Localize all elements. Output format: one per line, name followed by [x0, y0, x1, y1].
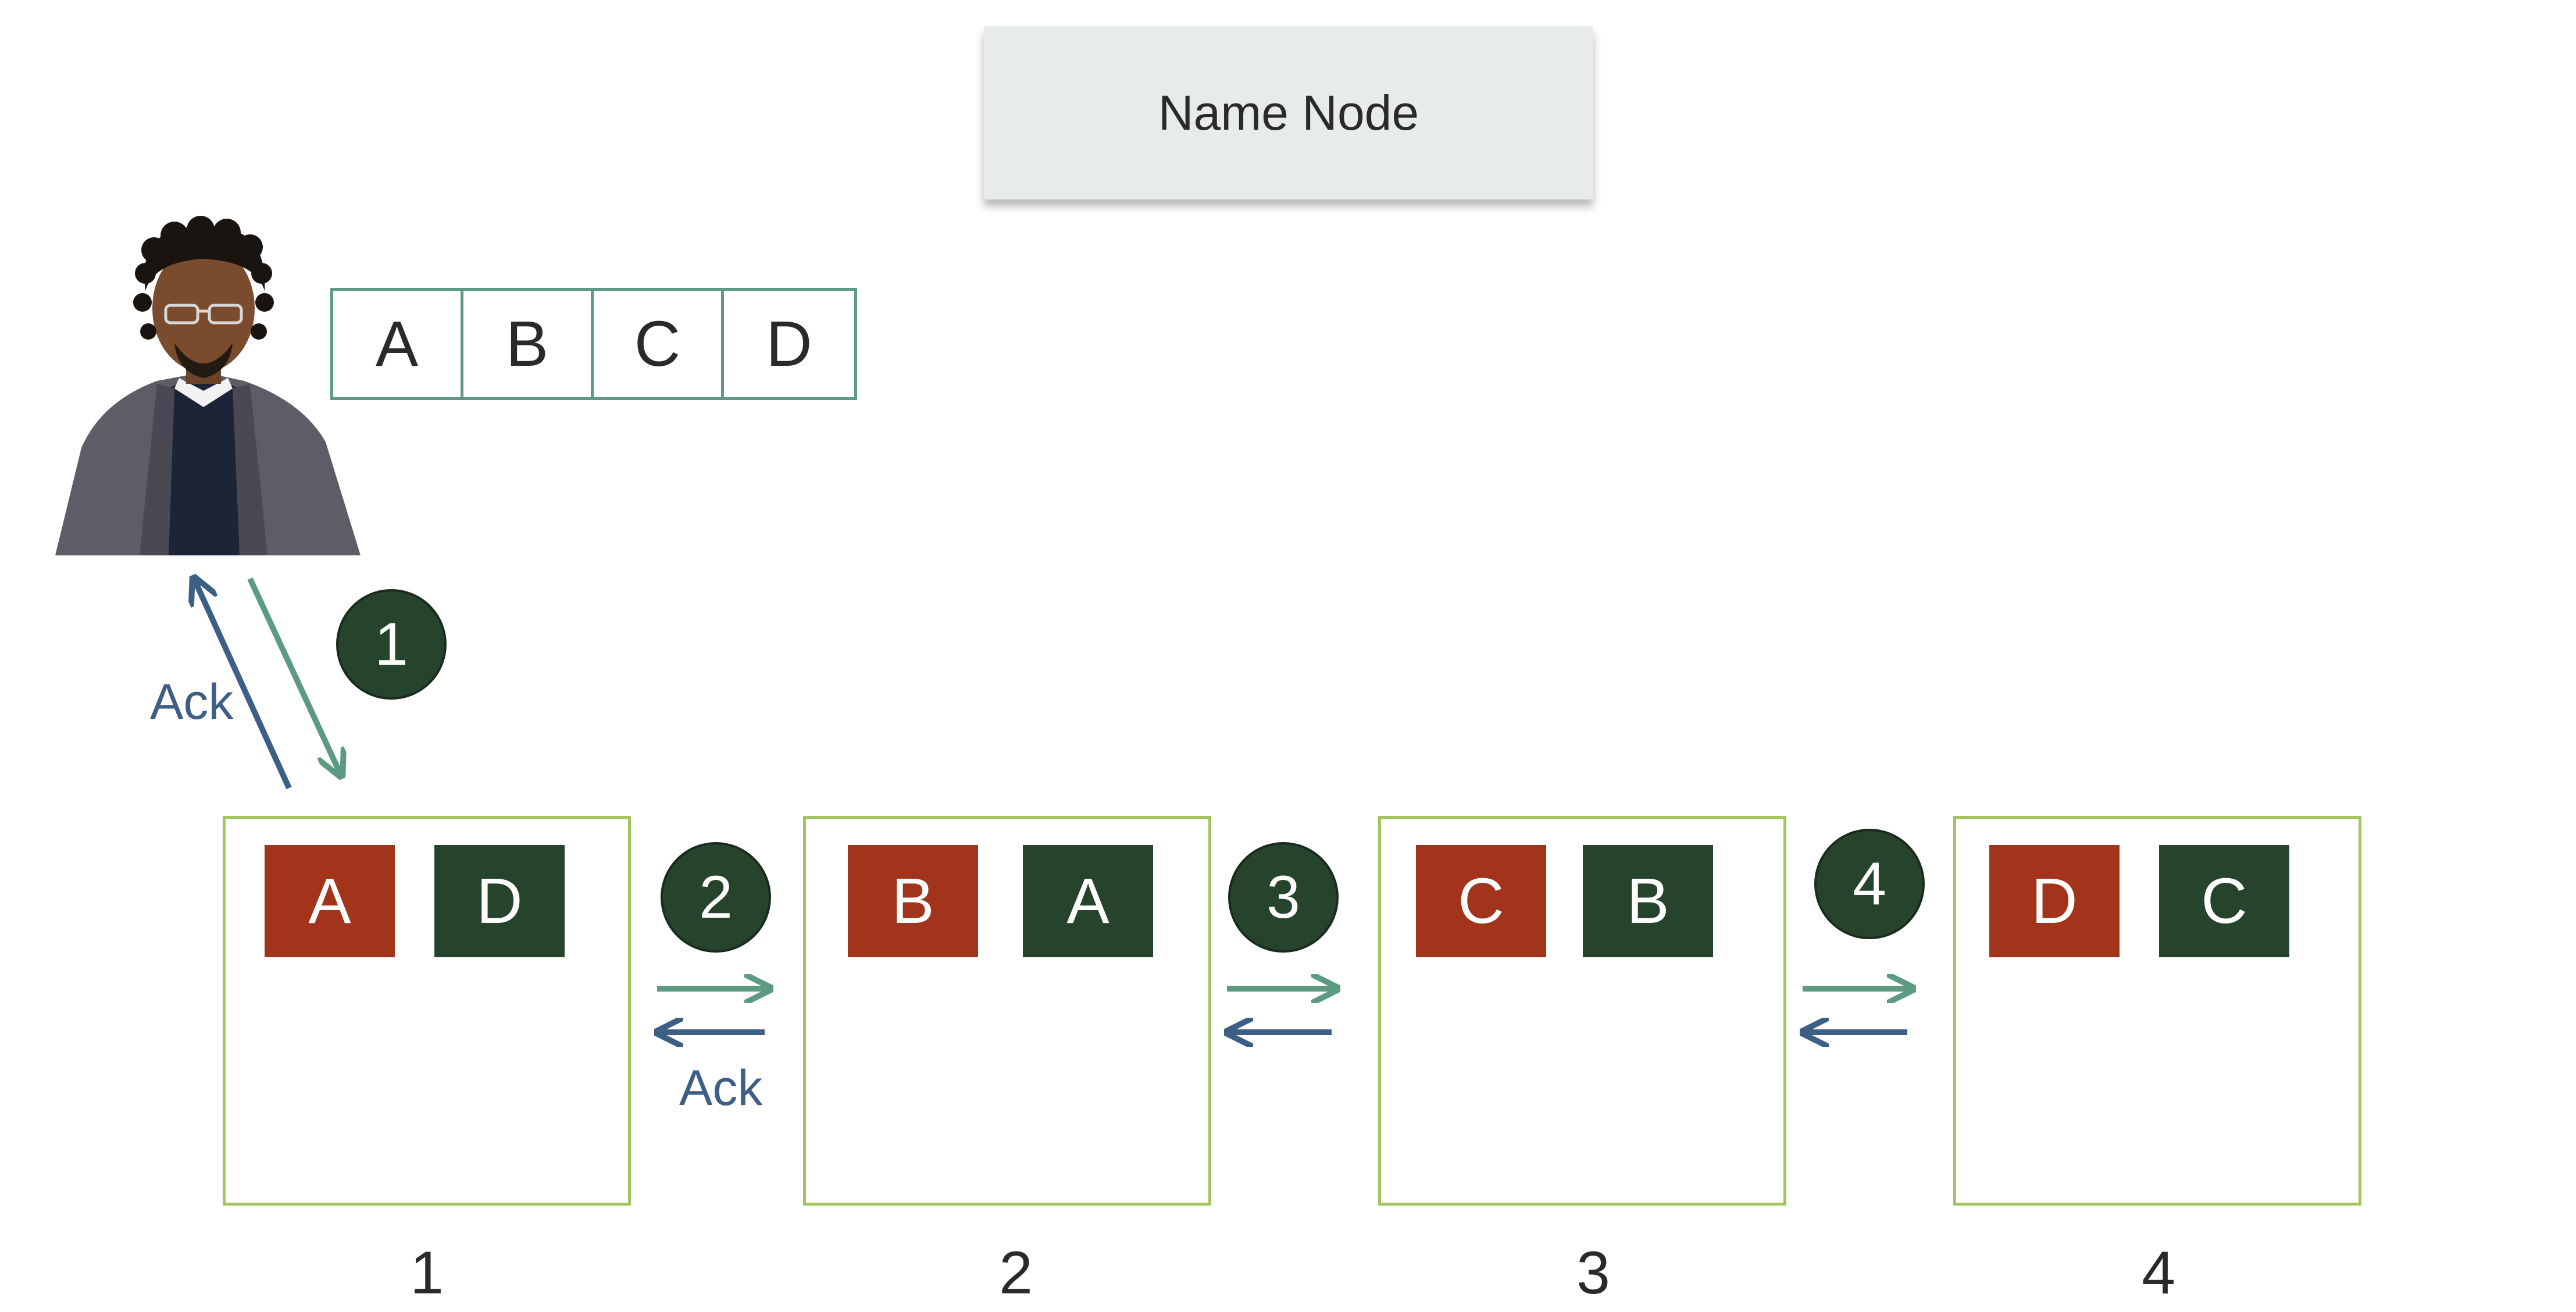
- data-node-label: 4: [2142, 1239, 2175, 1307]
- step-badge-2: 2: [661, 842, 771, 953]
- file-block: B: [463, 291, 594, 397]
- data-node-label: 1: [410, 1239, 444, 1307]
- replica-block: B: [1583, 845, 1713, 957]
- primary-block: C: [1416, 845, 1546, 957]
- name-node-label: Name Node: [1158, 85, 1419, 140]
- data-node-label: 3: [1576, 1239, 1610, 1307]
- ack-label-pipeline: Ack: [679, 1060, 763, 1116]
- file-block: A: [333, 291, 463, 397]
- primary-block: D: [1989, 845, 2120, 957]
- write-arrow-client-to-node1: [247, 577, 340, 773]
- data-node-2: B A: [803, 816, 1211, 1206]
- step-badge-4: 4: [1814, 829, 1925, 939]
- file-block: C: [594, 291, 724, 397]
- name-node: Name Node: [984, 26, 1593, 199]
- file-block-strip: A B C D: [330, 288, 857, 400]
- primary-block: B: [848, 845, 978, 957]
- ack-arrow-node1-to-client: [195, 580, 292, 790]
- pipeline-arrows-1-2: [657, 989, 768, 1032]
- step-badge-3: 3: [1228, 842, 1339, 953]
- data-node-4: D C: [1953, 816, 2361, 1206]
- data-node-3: C B: [1378, 816, 1786, 1206]
- data-node-label: 2: [999, 1239, 1033, 1307]
- replica-block: A: [1023, 845, 1153, 957]
- pipeline-arrows-3-4: [1803, 989, 1910, 1032]
- data-node-1: A D: [223, 816, 631, 1206]
- pipeline-arrows-2-3: [1227, 989, 1335, 1032]
- client-avatar-icon: [55, 216, 361, 555]
- replica-block: D: [434, 845, 565, 957]
- ack-label-client: Ack: [150, 674, 234, 730]
- file-block: D: [766, 308, 812, 380]
- replica-block: C: [2159, 845, 2289, 957]
- step-badge-1: 1: [336, 589, 447, 700]
- primary-block: A: [265, 845, 395, 957]
